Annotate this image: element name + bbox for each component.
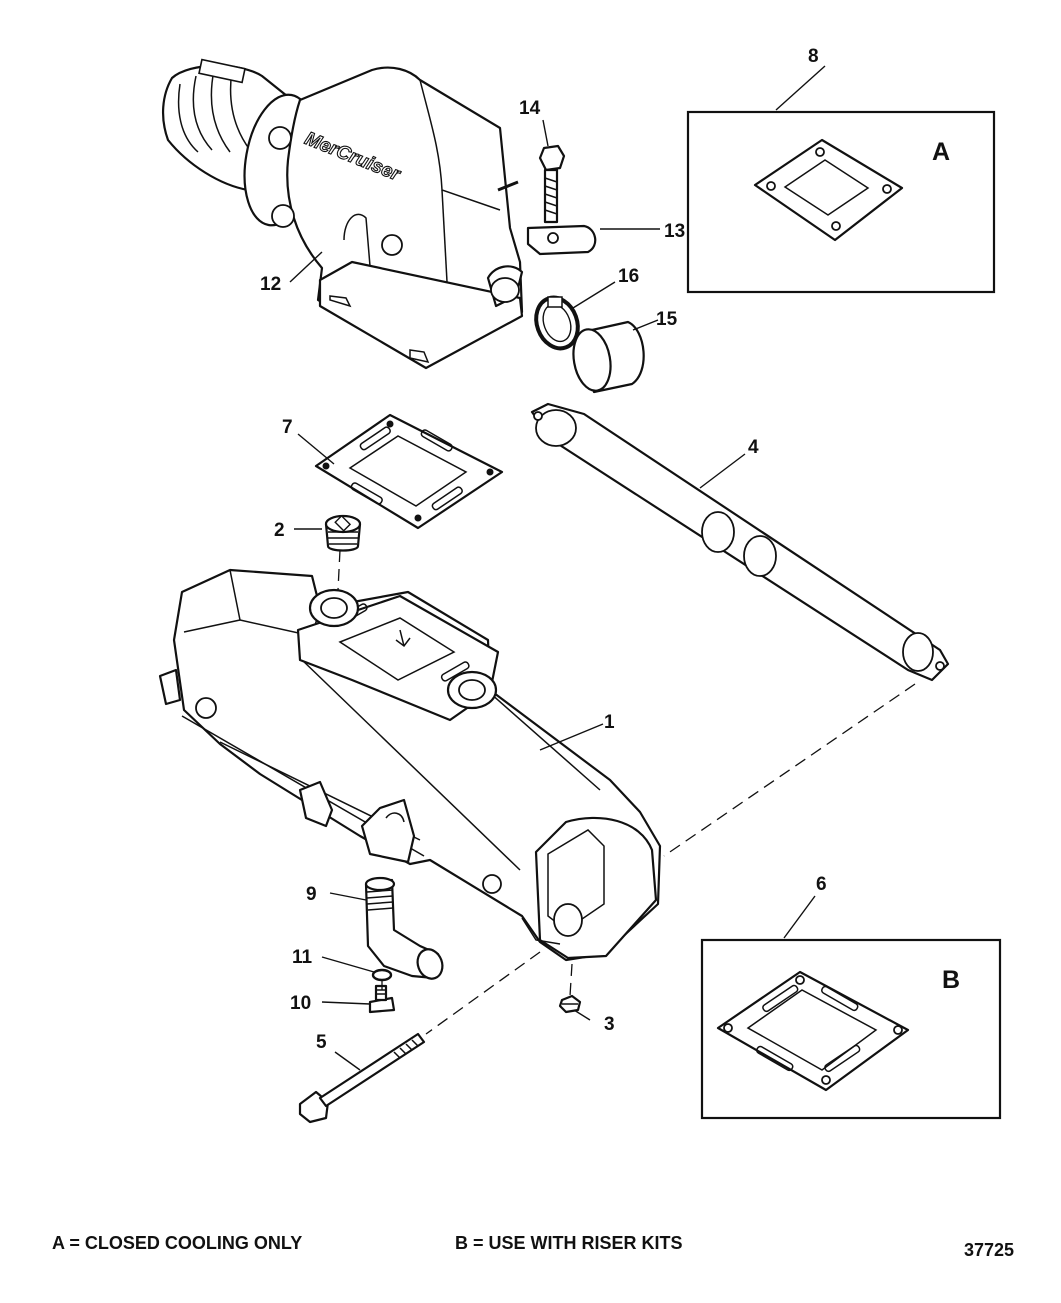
callout-14: 14 (519, 98, 541, 119)
assembly-center-lines (337, 549, 916, 1035)
box-b-letter: B (942, 966, 960, 994)
clamp-13 (526, 224, 597, 256)
bolt-14 (538, 144, 566, 224)
exhaust-elbow: MerCruiser (161, 58, 524, 370)
riser-gasket (716, 970, 910, 1092)
callout-16: 16 (618, 266, 639, 287)
callout-3: 3 (604, 1014, 615, 1035)
note-b: B = USE WITH RISER KITS (455, 1233, 683, 1253)
callout-15: 15 (656, 309, 678, 330)
note-a: A = CLOSED COOLING ONLY (52, 1233, 303, 1253)
o-ring-11 (371, 968, 393, 982)
callout-1: 1 (604, 712, 615, 733)
inset-box-b: B (700, 938, 1002, 1120)
callout-4: 4 (748, 437, 759, 458)
callout-labels: 8 14 13 16 12 15 7 4 2 1 6 9 11 10 3 5 (260, 46, 827, 1053)
exhaust-gasket-4 (530, 402, 950, 682)
callout-8: 8 (808, 46, 819, 67)
fitting-10 (368, 984, 396, 1014)
plug-2 (324, 514, 362, 552)
callout-6: 6 (816, 874, 827, 895)
callout-2: 2 (274, 520, 285, 541)
hose-clamp-16 (534, 295, 580, 351)
callout-11: 11 (292, 947, 313, 968)
plug-3 (558, 994, 582, 1014)
figure-number: 37725 (964, 1240, 1015, 1260)
callout-10: 10 (290, 993, 311, 1014)
callout-5: 5 (316, 1032, 327, 1053)
exhaust-manifold (158, 568, 662, 962)
hose-15 (572, 320, 645, 394)
bolt-5 (298, 1032, 426, 1124)
callout-12: 12 (260, 274, 281, 295)
gasket-7 (314, 413, 504, 530)
box-a-letter: A (932, 138, 950, 166)
elbow-fitting-9 (364, 876, 444, 980)
inset-box-a: A (686, 110, 996, 294)
closed-cooling-gasket (753, 138, 904, 242)
callout-13: 13 (664, 221, 685, 242)
callout-9: 9 (306, 884, 317, 905)
leader-lines (289, 65, 826, 1071)
callout-7: 7 (282, 417, 293, 438)
